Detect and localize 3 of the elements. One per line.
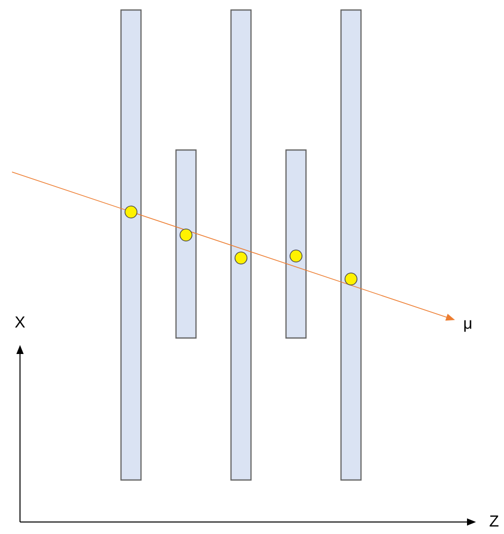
track-label: μ — [464, 320, 472, 332]
axis-label: X — [15, 316, 25, 328]
axis-label: Z — [490, 516, 498, 526]
